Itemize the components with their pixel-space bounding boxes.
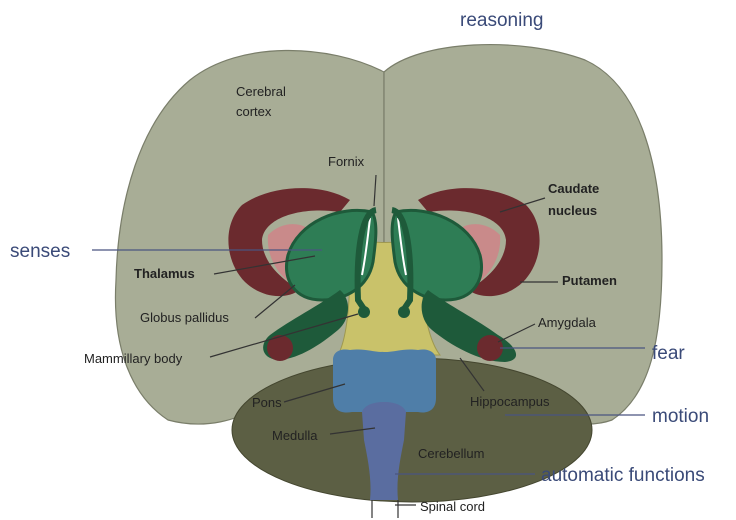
label-thalamus: Thalamus (134, 266, 195, 281)
function-automatic: automatic functions (541, 465, 705, 486)
label-mammillary: Mammillary body (84, 351, 183, 366)
label-spinal-cord: Spinal cord (420, 499, 485, 514)
label-cerebral-cortex-1: Cerebral (236, 84, 286, 99)
label-putamen: Putamen (562, 273, 617, 288)
label-cerebellum: Cerebellum (418, 446, 484, 461)
label-medulla: Medulla (272, 428, 318, 443)
mammillary-body-right (398, 306, 410, 318)
label-amygdala: Amygdala (538, 315, 597, 330)
label-cerebral-cortex-2: cortex (236, 104, 272, 119)
function-motion: motion (652, 406, 709, 427)
function-reasoning: reasoning (460, 10, 543, 31)
label-hippocampus: Hippocampus (470, 394, 550, 409)
label-globus-pallidus: Globus pallidus (140, 310, 229, 325)
label-fornix: Fornix (328, 154, 365, 169)
label-caudate-1: Caudate (548, 181, 599, 196)
mammillary-body-left (358, 306, 370, 318)
amygdala-right (477, 335, 503, 361)
label-pons: Pons (252, 395, 282, 410)
function-senses: senses (10, 241, 70, 262)
label-caudate-2: nucleus (548, 203, 597, 218)
function-fear: fear (652, 343, 685, 364)
